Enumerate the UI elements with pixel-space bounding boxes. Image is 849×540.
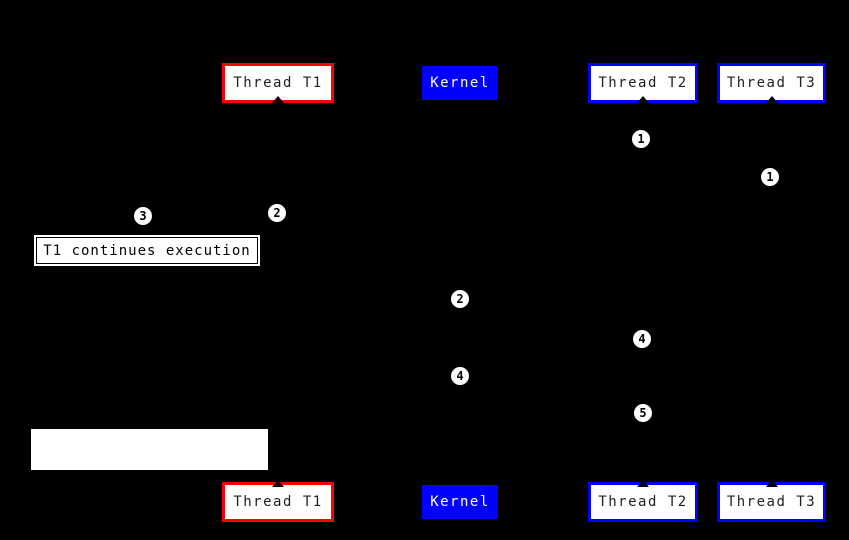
participant-kernel-bottom: Kernel — [422, 485, 498, 519]
event-marker-number: 3 — [139, 209, 147, 223]
lifeline-notch — [765, 96, 778, 103]
lifeline-notch — [272, 96, 284, 103]
lifeline-notch — [765, 480, 778, 487]
participant-label: Thread T2 — [598, 494, 688, 510]
event-marker-5: 5 — [633, 403, 653, 423]
participant-thread-t2-bottom: Thread T2 — [588, 480, 698, 522]
event-marker-4: 4 — [632, 329, 652, 349]
participant-label: Kernel — [430, 494, 490, 510]
lifeline-notch — [637, 96, 649, 103]
event-marker-number: 4 — [456, 369, 464, 383]
participant-label: Thread T3 — [726, 75, 817, 91]
blank-note — [31, 429, 268, 470]
participant-thread-t3-top: Thread T3 — [717, 63, 826, 103]
event-marker-number: 1 — [637, 132, 645, 146]
participant-thread-t3-bottom: Thread T3 — [717, 480, 826, 522]
event-marker-number: 5 — [639, 406, 647, 420]
event-marker-number: 2 — [456, 292, 464, 306]
participant-thread-t1-top: Thread T1 — [222, 63, 334, 103]
participant-label: Thread T3 — [726, 494, 817, 510]
participant-thread-t1-bottom: Thread T1 — [222, 480, 334, 522]
participant-label: Kernel — [430, 75, 490, 91]
event-marker-1: 1 — [760, 167, 780, 187]
participant-label: Thread T2 — [598, 75, 688, 91]
note-t1-continues: T1 continues execution — [36, 237, 258, 264]
participant-kernel-top: Kernel — [422, 66, 498, 100]
participant-thread-t2-top: Thread T2 — [588, 63, 698, 103]
event-marker-2: 2 — [450, 289, 470, 309]
event-marker-number: 4 — [638, 332, 646, 346]
event-marker-2: 2 — [267, 203, 287, 223]
lifeline-notch — [272, 480, 284, 487]
event-marker-3: 3 — [133, 206, 153, 226]
event-marker-number: 2 — [273, 206, 281, 220]
note-text: T1 continues execution — [43, 242, 251, 259]
event-marker-4: 4 — [450, 366, 470, 386]
participant-label: Thread T1 — [233, 75, 323, 91]
participant-label: Thread T1 — [233, 494, 323, 510]
event-marker-1: 1 — [631, 129, 651, 149]
event-marker-number: 1 — [766, 170, 774, 184]
lifeline-notch — [637, 480, 649, 487]
